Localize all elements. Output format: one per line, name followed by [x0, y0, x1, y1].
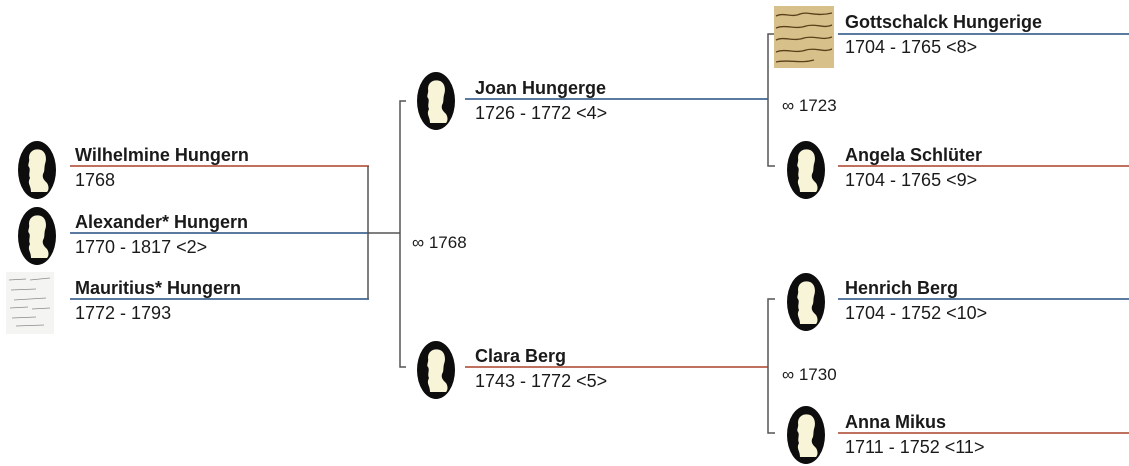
person-name[interactable]: Gottschalck Hungerige	[845, 12, 1043, 32]
person-dates: 1772 - 1793	[75, 303, 172, 323]
person-dates: 1768	[75, 170, 116, 190]
person-name[interactable]: Clara Berg	[475, 346, 567, 366]
silhouette-portrait-icon[interactable]	[786, 272, 826, 332]
silhouette-portrait-icon[interactable]	[416, 71, 456, 131]
person-name[interactable]: Wilhelmine Hungern	[75, 145, 249, 165]
marriage-label-paternal: ∞ 1723	[782, 96, 837, 115]
silhouette-portrait-icon[interactable]	[17, 206, 57, 266]
person-name[interactable]: Henrich Berg	[845, 278, 959, 298]
document-thumbnail-icon[interactable]	[774, 6, 834, 68]
parents-bracket	[399, 100, 406, 368]
person-dates: 1704 - 1752 <10>	[845, 303, 988, 323]
person-name[interactable]: Angela Schlüter	[845, 145, 983, 165]
document-thumbnail-icon[interactable]	[6, 272, 54, 334]
marriage-label-maternal: ∞ 1730	[782, 365, 837, 384]
silhouette-portrait-icon[interactable]	[786, 140, 826, 200]
person-dates: 1743 - 1772 <5>	[475, 371, 608, 391]
maternal-bracket	[767, 298, 775, 434]
person-dates: 1711 - 1752 <11>	[845, 437, 985, 457]
person-name[interactable]: Anna Mikus	[845, 412, 947, 432]
silhouette-portrait-icon[interactable]	[786, 405, 826, 465]
person-name[interactable]: Mauritius* Hungern	[75, 278, 242, 298]
paternal-bracket	[767, 33, 775, 167]
marriage-label-parents: ∞ 1768	[412, 233, 467, 252]
person-dates: 1726 - 1772 <4>	[475, 103, 608, 123]
person-name[interactable]: Alexander* Hungern	[75, 212, 249, 232]
person-dates: 1704 - 1765 <8>	[845, 37, 978, 57]
person-name[interactable]: Joan Hungerge	[475, 78, 607, 98]
silhouette-portrait-icon[interactable]	[416, 340, 456, 400]
person-dates: 1770 - 1817 <2>	[75, 237, 208, 257]
silhouette-portrait-icon[interactable]	[17, 140, 57, 200]
person-dates: 1704 - 1765 <9>	[845, 170, 978, 190]
